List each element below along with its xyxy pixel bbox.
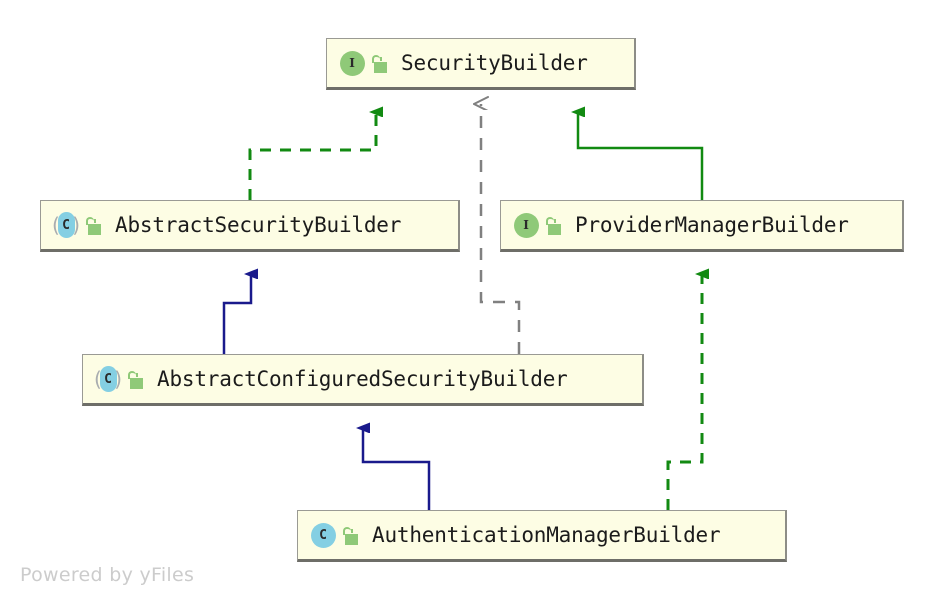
- node-label: ProviderManagerBuilder: [575, 213, 849, 237]
- node-icon-group: C: [308, 520, 360, 550]
- edge-authentication-manager-builder-realizes-provider-manager-builder: [666, 274, 702, 510]
- node-label: AbstractConfiguredSecurityBuilder: [157, 367, 568, 391]
- yfiles-watermark: Powered by yFiles: [20, 564, 195, 586]
- edge-abstract-security-builder-realizes-security-builder: [248, 112, 376, 200]
- node-label: AbstractSecurityBuilder: [115, 213, 402, 237]
- uml-node-authentication-manager-builder[interactable]: C AuthenticationManagerBuilder: [297, 510, 787, 562]
- node-label: SecurityBuilder: [401, 51, 588, 75]
- open-padlock-icon: [127, 368, 145, 390]
- node-icon-group: I: [511, 210, 563, 240]
- uml-node-provider-manager-builder[interactable]: I ProviderManagerBuilder: [500, 200, 904, 252]
- open-padlock-icon: [371, 52, 389, 74]
- edge-authentication-manager-builder-extends-abstract-configured-security-builder: [363, 428, 431, 510]
- uml-node-abstract-configured-security-builder[interactable]: ( C ) AbstractConfiguredSecurityBuilder: [82, 354, 644, 406]
- abstract-class-icon: ( C ): [52, 212, 80, 238]
- node-icon-group: I: [337, 48, 389, 78]
- node-icon-group: ( C ): [93, 364, 145, 394]
- uml-node-abstract-security-builder[interactable]: ( C ) AbstractSecurityBuilder: [40, 200, 460, 252]
- uml-node-security-builder[interactable]: I SecurityBuilder: [326, 38, 636, 90]
- interface-icon: I: [337, 48, 367, 78]
- open-padlock-icon: [342, 524, 360, 546]
- edge-provider-manager-builder-extends-security-builder: [578, 112, 704, 200]
- edge-abstract-configured-security-builder-extends-abstract-security-builder: [222, 274, 251, 354]
- node-label: AuthenticationManagerBuilder: [372, 523, 721, 547]
- open-padlock-icon: [85, 214, 103, 236]
- interface-icon: I: [511, 210, 541, 240]
- node-icon-group: ( C ): [51, 210, 103, 240]
- open-padlock-icon: [545, 214, 563, 236]
- class-icon: C: [308, 520, 338, 550]
- abstract-class-icon: ( C ): [94, 366, 122, 392]
